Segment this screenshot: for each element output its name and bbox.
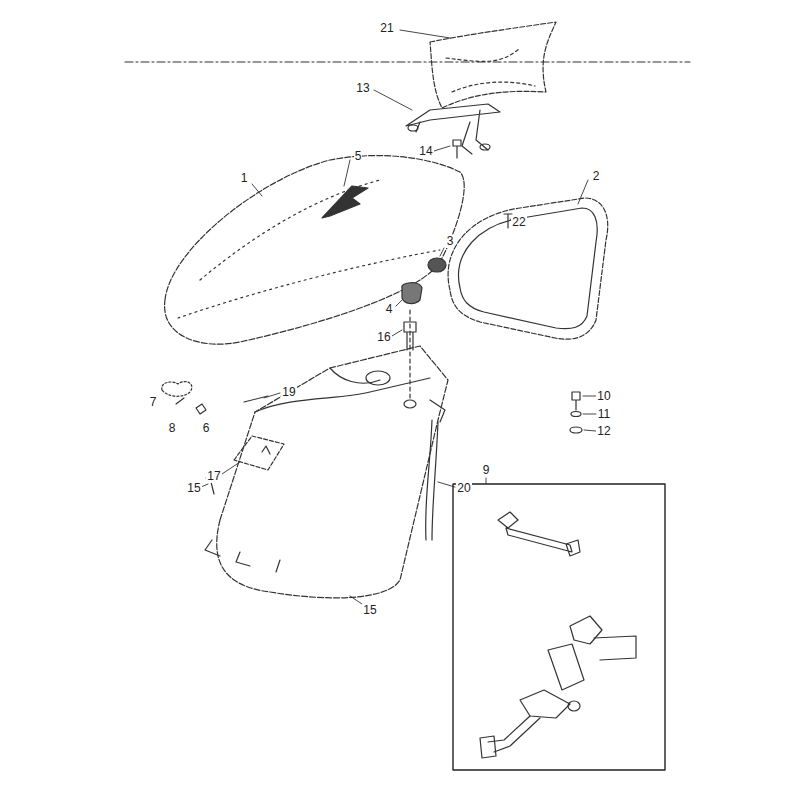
bracket-hole — [480, 144, 490, 150]
callout-number: 1 — [240, 172, 249, 185]
kit-frame — [453, 484, 665, 770]
box-rim — [255, 368, 430, 412]
callout-number: 6 — [202, 422, 211, 435]
seat-emblem — [322, 186, 368, 218]
callout-number: 22 — [511, 216, 526, 229]
washer — [176, 398, 184, 404]
box-boss — [366, 371, 390, 385]
callout-number: 21 — [379, 22, 394, 35]
seat-cushion — [430, 22, 556, 108]
seat — [165, 156, 465, 345]
callout-number: 20 — [456, 482, 471, 495]
leader-line — [584, 430, 596, 431]
leader-line — [252, 184, 262, 196]
callout-number: 12 — [596, 425, 611, 438]
bolt — [404, 322, 416, 350]
callout-number: 3 — [446, 235, 455, 248]
callout-number: 10 — [596, 390, 611, 403]
leader-line — [350, 596, 362, 604]
callout-number: 16 — [376, 331, 391, 344]
seat-contour — [178, 180, 440, 318]
separator-line — [125, 61, 690, 62]
box-boss — [404, 400, 416, 408]
box-tab — [205, 400, 445, 572]
washer — [570, 427, 582, 433]
callout-number: 8 — [168, 422, 177, 435]
lock-tab — [594, 636, 636, 660]
leader-line — [392, 330, 402, 336]
ignition-switch — [520, 644, 584, 718]
lock-cylinder — [570, 616, 602, 644]
center-line — [409, 310, 410, 398]
key-hole — [568, 701, 580, 711]
leader-line — [438, 482, 455, 487]
connector — [480, 736, 496, 758]
screw — [244, 396, 268, 402]
leader-line — [344, 160, 350, 186]
leader-line — [400, 30, 450, 38]
gasket-inner — [459, 208, 598, 329]
hinge — [162, 382, 192, 397]
callout-number: 5 — [354, 150, 363, 163]
callout-number: 4 — [385, 303, 394, 316]
collar — [196, 404, 206, 414]
seat-damper — [402, 283, 422, 304]
washer — [571, 412, 581, 417]
switch-wire — [488, 716, 540, 752]
leader-lines — [201, 30, 596, 604]
seat-cushion-detail — [446, 48, 535, 92]
seat-lock-rod — [498, 512, 580, 556]
bolt — [572, 392, 580, 410]
bolt — [453, 140, 461, 158]
callout-number: 11 — [597, 408, 611, 421]
callout-number: 14 — [418, 145, 433, 158]
plate-clip — [262, 446, 270, 454]
leader-line — [578, 180, 588, 204]
leader-line — [396, 300, 402, 306]
callout-number: 17 — [206, 470, 221, 483]
gasket — [448, 198, 608, 339]
leader-line — [583, 414, 596, 415]
callout-number: 2 — [592, 170, 601, 183]
leader-line — [264, 393, 280, 398]
callout-number: 15 — [362, 604, 377, 617]
leader-line — [374, 90, 412, 110]
leader-line — [434, 146, 450, 151]
leader-line — [583, 396, 596, 397]
cable — [426, 420, 438, 540]
callout-number: 19 — [281, 386, 296, 399]
seat-damper — [428, 258, 446, 272]
bracket-hole — [408, 125, 418, 131]
leader-line — [486, 478, 487, 484]
leader-line — [440, 248, 444, 256]
callout-number: 13 — [355, 82, 370, 95]
callout-number: 7 — [149, 396, 158, 409]
leader-line — [201, 484, 208, 487]
plate — [234, 436, 284, 470]
callout-number: 9 — [482, 464, 491, 477]
leader-line — [222, 462, 240, 474]
callout-number: 15 — [186, 482, 201, 495]
storage-box — [217, 346, 448, 598]
